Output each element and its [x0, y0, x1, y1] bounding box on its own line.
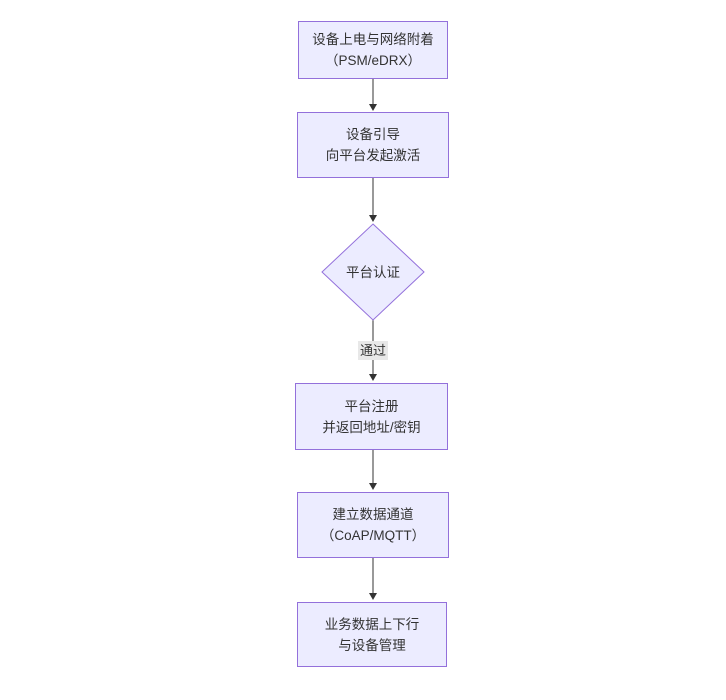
node-label-line: 设备上电与网络附着: [312, 32, 434, 47]
node-label-line: 与设备管理: [338, 637, 406, 653]
arrowhead-d-e-icon: [369, 483, 377, 490]
node-label-line: （CoAP/MQTT）: [320, 528, 426, 543]
edge-label-pass: 通过: [357, 341, 388, 360]
node-label-line: 向平台发起激活: [325, 148, 421, 163]
arrowhead-c-d-icon: [369, 374, 377, 381]
node-label-line: 建立数据通道: [332, 507, 414, 522]
arrowhead-b-c-icon: [369, 215, 377, 222]
node-data-channel: 建立数据通道 （CoAP/MQTT）: [297, 492, 449, 558]
node-auth-decision-shape: [321, 223, 425, 321]
edge-label-pass-wrap: 通过: [333, 341, 413, 360]
arrowhead-e-f-icon: [369, 593, 377, 600]
node-auth-decision-label: 平台认证: [346, 265, 400, 280]
node-label-line: 业务数据上下行: [324, 616, 420, 632]
node-platform-register: 平台注册 并返回地址/密钥: [295, 383, 448, 450]
node-bootstrap-activate: 设备引导 向平台发起激活: [297, 112, 449, 178]
node-label-line: 设备引导: [346, 127, 400, 142]
node-power-attach: 设备上电与网络附着 （PSM/eDRX）: [298, 21, 448, 79]
arrowhead-a-b-icon: [369, 104, 377, 111]
node-business-data: 业务数据上下行 与设备管理: [297, 602, 447, 667]
node-label-line: 平台注册: [344, 398, 399, 414]
node-label-line: 并返回地址/密钥: [322, 419, 421, 435]
node-label-line: （PSM/eDRX）: [324, 53, 422, 68]
